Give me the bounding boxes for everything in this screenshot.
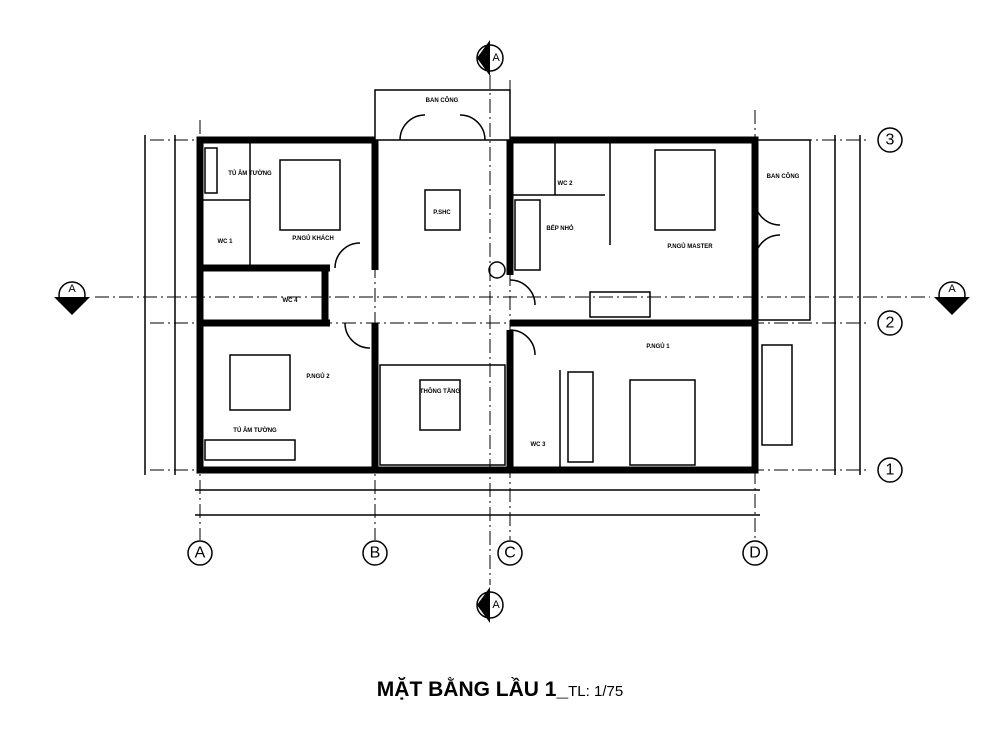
label-master-bedroom: P.NGỦ MASTER [667, 243, 713, 250]
stove-icon [514, 199, 541, 271]
label-balcony-top: BAN CÔNG [426, 96, 459, 104]
grid-label-a: A [195, 545, 206, 562]
wardrobe-icon [589, 291, 651, 318]
section-markers: A A A A [54, 40, 970, 623]
label-family-room: P.SHC [433, 210, 451, 216]
bed-icon [229, 354, 291, 411]
grid-label-3: 3 [886, 132, 895, 149]
door-icon [509, 329, 536, 356]
void-icon [419, 379, 461, 431]
plant-icon [488, 261, 506, 279]
section-marker-right: A [934, 281, 970, 315]
bed-icon [654, 149, 716, 231]
wardrobe-icon [204, 439, 296, 461]
grid-bubbles: A B C D 3 2 1 [187, 127, 903, 566]
label-bedroom1: P.NGỦ 1 [646, 343, 670, 350]
label-balcony-right: BAN CÔNG [767, 172, 800, 180]
label-wc4: WC 4 [283, 298, 299, 304]
section-marker-bottom: A [476, 587, 504, 623]
label-guest-bedroom: P.NGỦ KHÁCH [292, 235, 334, 242]
wardrobe-icon [567, 371, 594, 463]
grid-label-2: 2 [886, 315, 895, 332]
exterior-walls [196, 89, 811, 474]
svg-text:A: A [492, 52, 500, 64]
label-void: THÔNG TẦNG [420, 387, 461, 395]
interior-walls [200, 140, 755, 470]
drawing-scale: TL: 1/75 [568, 683, 624, 700]
room-labels: BAN CÔNG P.NGỦ KHÁCH TỦ ÂM TƯỜNG WC 1 WC… [218, 96, 800, 448]
staircase-icon [379, 364, 506, 466]
bed-icon [279, 159, 341, 231]
drawing-title-main: MẶT BẰNG LẦU 1_ [376, 678, 569, 701]
bed-icon [629, 379, 696, 466]
label-bedroom2: P.NGỦ 2 [306, 373, 330, 380]
grid-label-b: B [370, 545, 381, 562]
grid-label-c: C [504, 545, 516, 562]
svg-text:A: A [492, 599, 500, 611]
wardrobe-icon [204, 147, 218, 194]
svg-text:A: A [948, 283, 956, 295]
door-icon [334, 242, 361, 269]
grid-label-d: D [749, 545, 761, 562]
door-icon [754, 199, 781, 261]
svg-text:A: A [68, 283, 76, 295]
label-kitchenette: BẾP NHỎ [546, 225, 574, 232]
grid-label-1: 1 [886, 462, 895, 479]
section-marker-top: A [476, 40, 504, 76]
label-wc2: WC 2 [558, 181, 574, 187]
table-icon [424, 189, 461, 231]
label-wc3: WC 3 [531, 442, 547, 448]
label-wardrobe-bottom: TỦ ÂM TƯỜNG [233, 426, 277, 434]
label-wardrobe-top: TỦ ÂM TƯỜNG [228, 169, 272, 177]
label-wc1: WC 1 [218, 239, 234, 245]
door-icon [344, 322, 371, 349]
furniture [204, 114, 781, 466]
door-icon [509, 279, 536, 306]
door-icon [399, 114, 486, 141]
drawing-title: MẶT BẰNG LẦU 1_TL: 1/75 [0, 678, 1000, 702]
section-marker-left: A [54, 281, 90, 315]
